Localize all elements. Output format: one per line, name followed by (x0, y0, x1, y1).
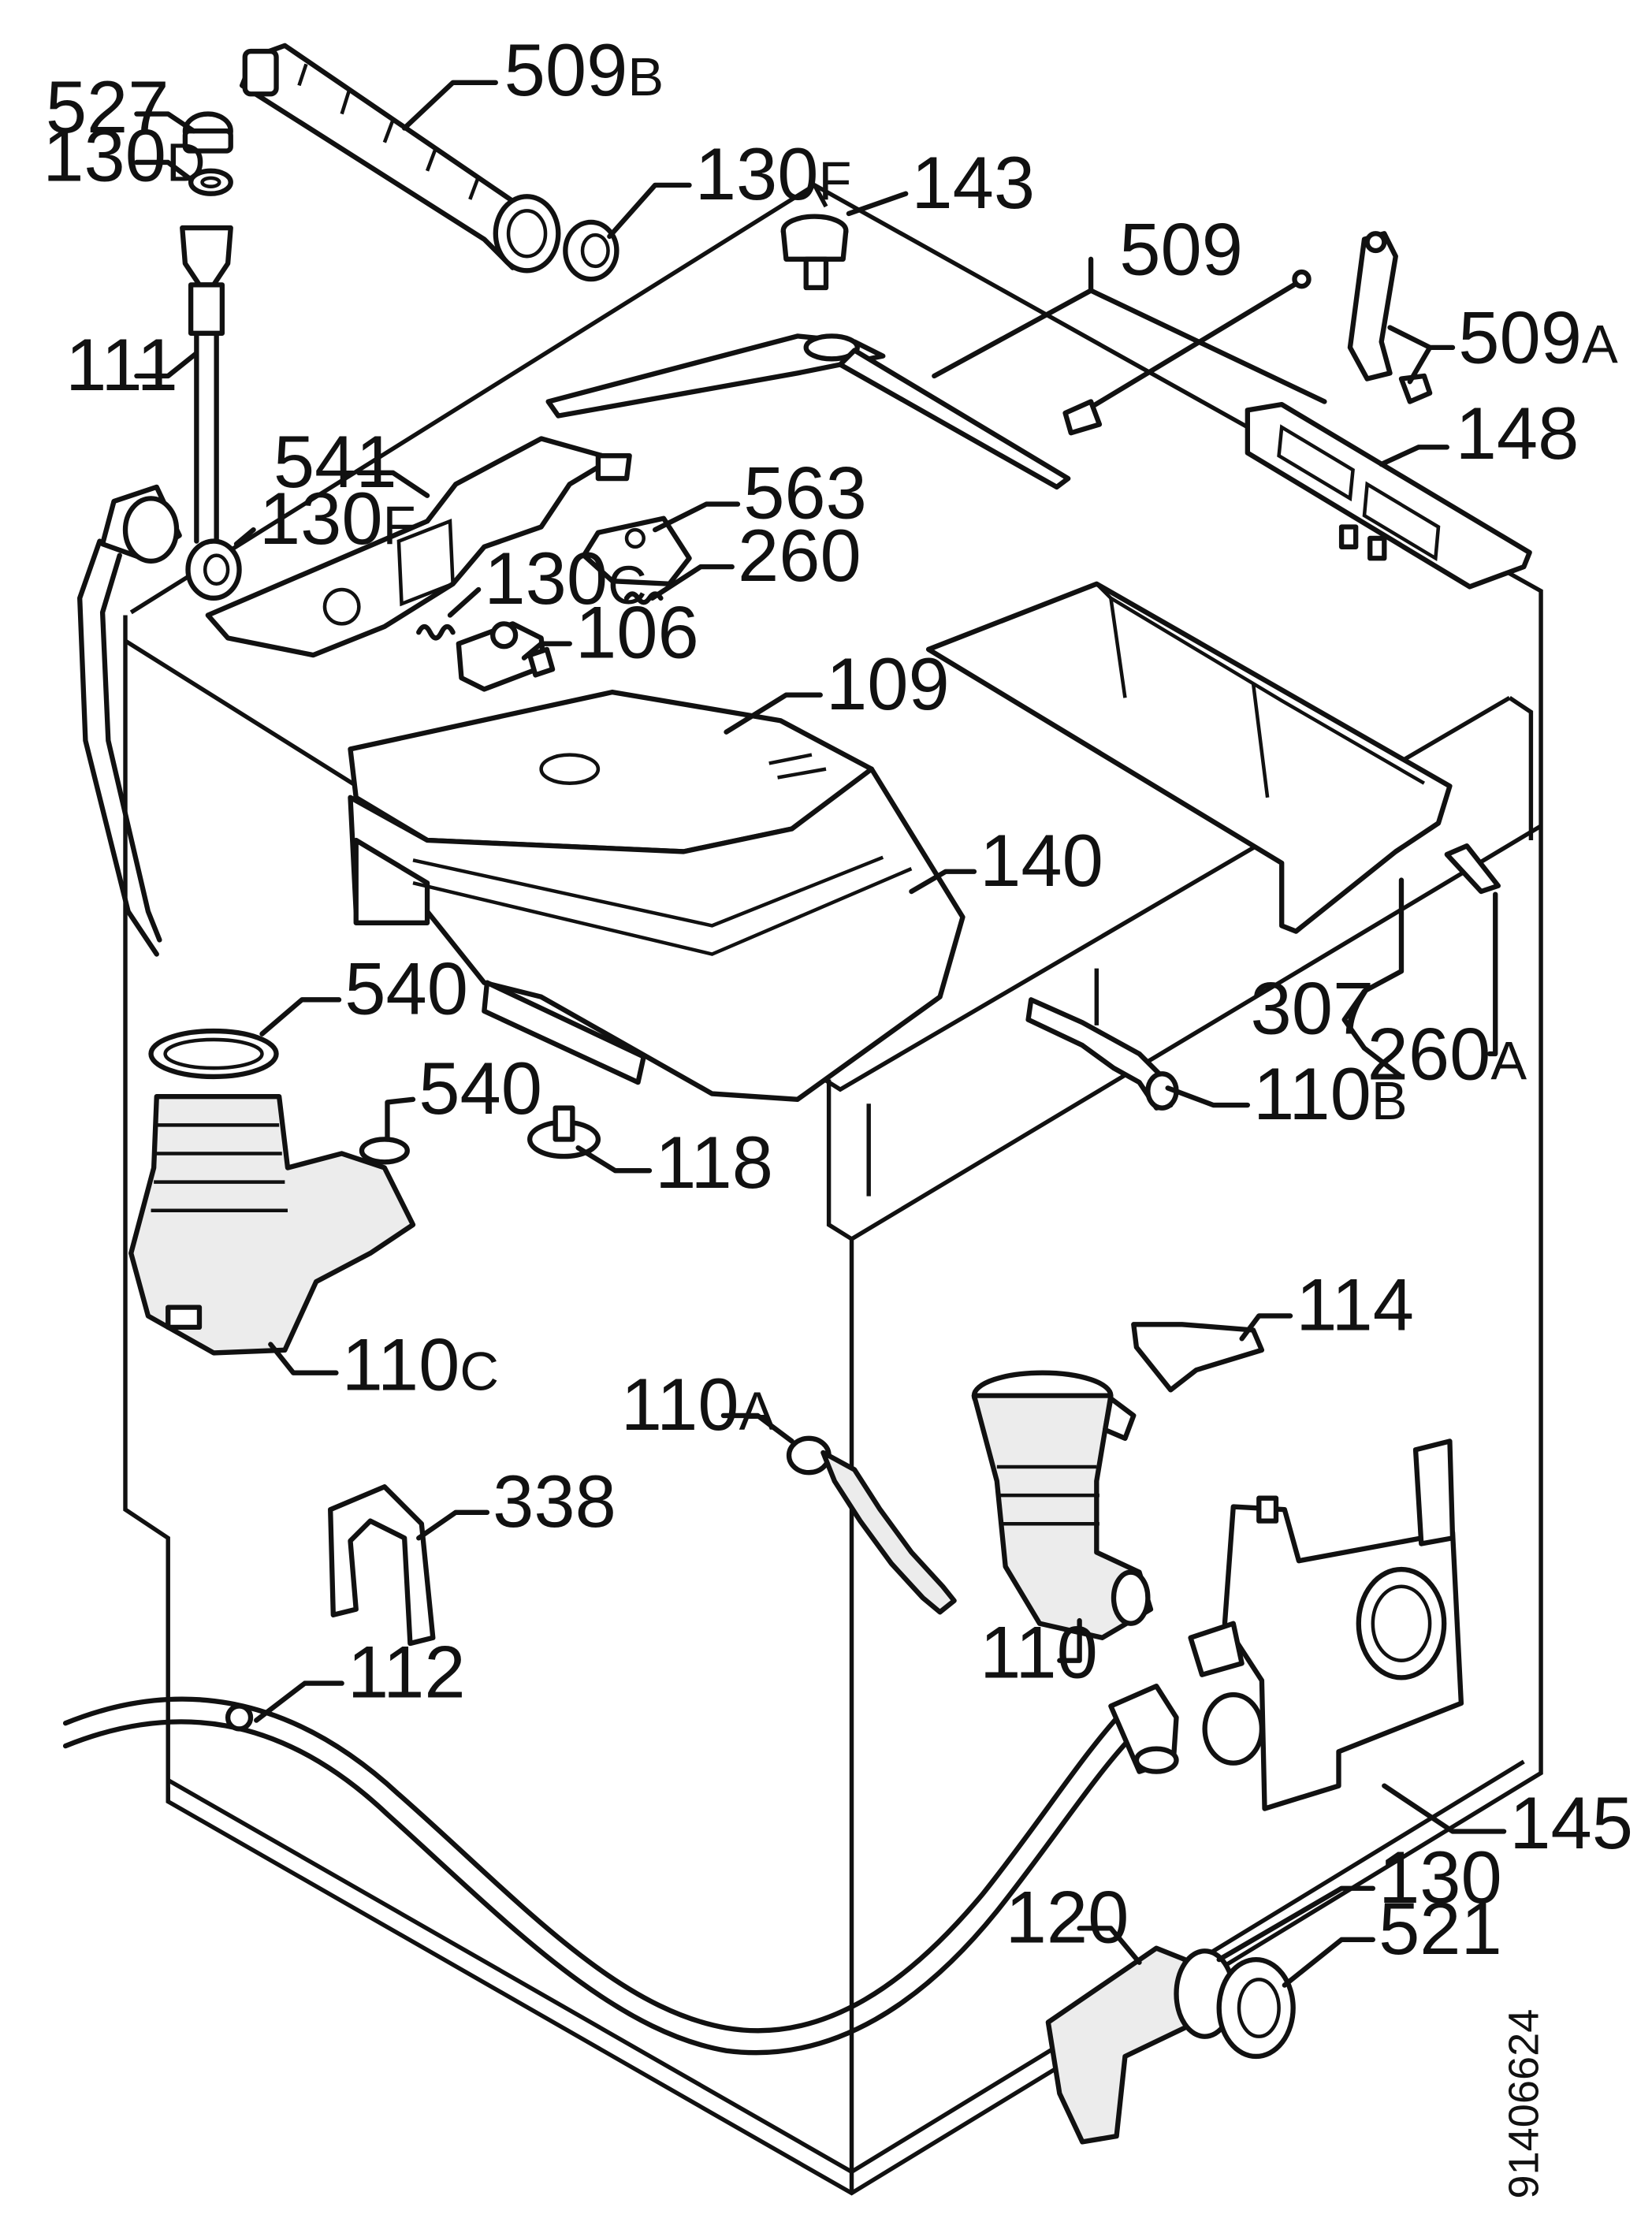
label-260a: 260A (1367, 1013, 1527, 1096)
filter-hose-120 (1045, 1945, 1199, 2145)
detergent-drawer (925, 581, 1453, 934)
label-130f-mid: 130F (259, 477, 416, 560)
bracket-114 (1131, 1322, 1265, 1393)
valve-106 (456, 621, 556, 692)
cam-563 (581, 515, 692, 586)
label-148: 148 (1456, 392, 1579, 475)
label-540-mid: 540 (419, 1047, 542, 1130)
inlet-pipe-509b (240, 43, 561, 274)
label-130c: 130C (484, 537, 646, 620)
label-114: 114 (1296, 1264, 1414, 1346)
label-106: 106 (575, 591, 699, 674)
label-110a: 110A (621, 1363, 776, 1446)
label-130: 130 (1379, 1836, 1502, 1919)
lever-509a (1347, 231, 1433, 404)
label-110b: 110B (1253, 1052, 1408, 1135)
clip-338 (328, 1484, 436, 1647)
label-112: 112 (348, 1631, 466, 1714)
label-145: 145 (1509, 1781, 1633, 1864)
drain-hose-112 (62, 1684, 1179, 2056)
hose-110b (1025, 997, 1179, 1111)
clip-260a (1444, 843, 1501, 895)
sump-hose-110 (971, 1370, 1154, 1640)
label-541: 541 (273, 420, 397, 503)
clamp-540-top (148, 1028, 279, 1080)
label-110c: 110C (342, 1323, 499, 1405)
washer-130d (188, 168, 233, 196)
label-109: 109 (826, 642, 950, 725)
label-118: 118 (655, 1121, 773, 1204)
nut-527 (182, 111, 233, 154)
dispenser-housing-140 (348, 766, 966, 1102)
leader-lines (134, 80, 1507, 1988)
clamp-540-mid (359, 1137, 410, 1165)
label-509a: 509A (1458, 296, 1618, 379)
inlet-hose-111 (77, 225, 233, 957)
label-307: 307 (1250, 967, 1374, 1050)
label-111: 111 (65, 323, 178, 406)
housing-148 (1245, 401, 1532, 590)
label-338: 338 (493, 1460, 616, 1543)
label-527: 527 (46, 65, 169, 148)
cap-521 (1216, 1956, 1296, 2060)
part-labels: 527 130D 509B 130F 143 509 509A 111 148 … (43, 28, 1633, 1970)
label-130d: 130D (43, 114, 205, 196)
bracket-541 (205, 436, 632, 658)
label-140: 140 (980, 819, 1103, 902)
label-260: 260 (738, 514, 861, 597)
label-521: 521 (1379, 1887, 1502, 1970)
seal-130f-mid (185, 538, 242, 601)
label-143: 143 (911, 141, 1035, 224)
label-120: 120 (1006, 1875, 1129, 1958)
seal-130f-top (563, 219, 620, 282)
seal-130c (416, 623, 456, 641)
label-110: 110 (980, 1610, 1098, 1693)
bellows-110c (128, 1094, 416, 1356)
label-509: 509 (1119, 208, 1243, 291)
label-509b: 509B (504, 28, 664, 111)
knob-143 (780, 214, 849, 291)
hose-110a (786, 1435, 957, 1615)
label-540-top: 540 (344, 947, 468, 1029)
lever-509 (545, 269, 1312, 490)
pump-145 (1188, 1438, 1464, 1811)
label-563: 563 (743, 452, 867, 534)
label-130f-top: 130F (695, 132, 852, 215)
figure-code: 91406624 (1500, 2009, 1547, 2199)
